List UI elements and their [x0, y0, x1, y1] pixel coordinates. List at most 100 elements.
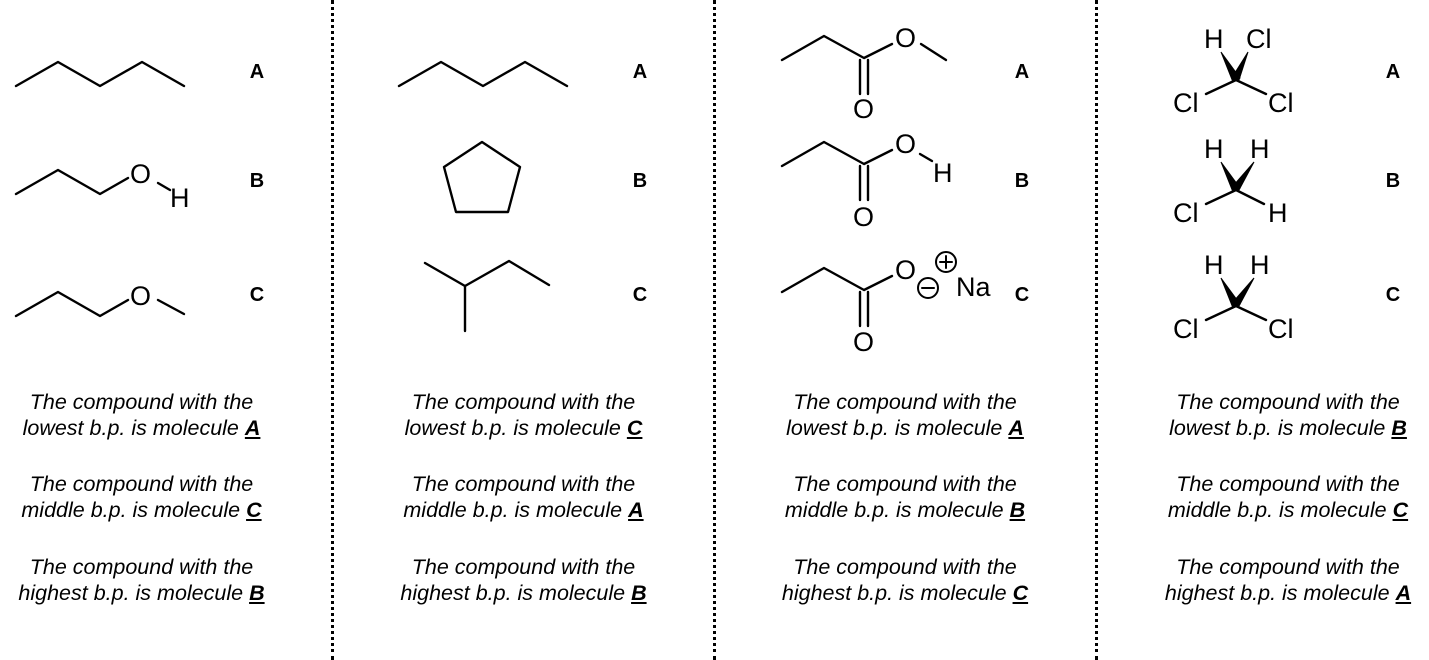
molecule-a-atom-o-carbonyl: O	[853, 94, 874, 124]
molecule-a-letter: A	[632, 61, 648, 83]
panel-divider	[331, 0, 334, 660]
answer-letter: A	[244, 416, 261, 440]
molecule-c-atom-o-anion: O	[895, 255, 916, 285]
molecule-c-bond	[156, 298, 186, 316]
statement-highest: The compound with the highest b.p. is mo…	[0, 554, 283, 606]
statement-line1: The compound with the	[29, 472, 254, 496]
molecule-c-atom-h: H	[1204, 250, 1224, 280]
molecule-c-skeleton	[14, 290, 130, 318]
molecule-a-wedge-bond	[1232, 51, 1249, 81]
statement-line1: The compound with the	[793, 555, 1017, 579]
molecule-b-oh-bond	[156, 181, 172, 192]
molecule-c-skeleton	[423, 259, 551, 288]
answer-letter: C	[1012, 581, 1029, 605]
molecule-a-letter: A	[1385, 61, 1401, 83]
statement-line2: highest b.p. is molecule	[18, 581, 244, 605]
molecule-b-letter: B	[249, 170, 265, 192]
panel-1-structures: O H O	[14, 60, 190, 318]
statement-line1: The compound with the	[1176, 472, 1400, 496]
molecule-b-wedge-bond	[1232, 161, 1255, 191]
statement-line2: lowest b.p. is molecule	[404, 416, 621, 440]
molecule-b-atom-h-right: H	[1268, 198, 1288, 228]
molecule-c-letter: C	[1014, 284, 1030, 306]
statement-line2: lowest b.p. is molecule	[1169, 416, 1386, 440]
panel-3-structures: O O O H O O Na O	[780, 23, 991, 357]
panel-divider	[713, 0, 716, 660]
molecule-b-atom-h: H	[933, 158, 953, 188]
panel-4-structures: H Cl Cl Cl H H Cl H H H Cl Cl	[1173, 24, 1294, 344]
panel-2-structures	[397, 60, 569, 333]
answer-letter: C	[246, 498, 262, 522]
molecule-b-skeleton	[780, 140, 894, 168]
molecule-b-atom-cl: Cl	[1173, 198, 1199, 228]
molecule-c-atom-cl-right: Cl	[1268, 314, 1294, 344]
molecule-c-atom-cl-left: Cl	[1173, 314, 1199, 344]
molecule-c-letter: C	[1385, 284, 1401, 306]
statement-lowest: The compound with the lowest b.p. is mol…	[1095, 389, 1429, 441]
molecule-b-atom-h: H	[1250, 134, 1270, 164]
statement-line1: The compound with the	[411, 555, 636, 579]
molecule-b-atom-o-carbonyl: O	[853, 202, 874, 232]
molecule-c-bond	[1204, 304, 1238, 322]
molecule-b-bond	[1204, 188, 1238, 206]
molecule-b-letter: B	[1385, 170, 1401, 192]
molecule-a-atom-o-ester: O	[895, 23, 916, 53]
molecule-a-atom-cl-right: Cl	[1268, 88, 1294, 118]
molecule-b-skeleton	[14, 168, 130, 196]
statement-line1: The compound with the	[793, 390, 1017, 414]
statement-line2: lowest b.p. is molecule	[22, 416, 239, 440]
statement-middle: The compound with the middle b.p. is mol…	[333, 471, 714, 523]
statement-lowest: The compound with the lowest b.p. is mol…	[333, 389, 714, 441]
statement-line1: The compound with the	[793, 472, 1017, 496]
answer-letter: A	[1008, 416, 1024, 440]
answer-letter: B	[249, 581, 265, 605]
statement-lowest: The compound with the lowest b.p. is mol…	[0, 389, 283, 441]
statement-highest: The compound with the highest b.p. is mo…	[714, 554, 1096, 606]
molecule-c-wedge-bond	[1232, 277, 1255, 307]
molecule-b-atom-o-hydroxyl: O	[895, 129, 916, 159]
statement-line1: The compound with the	[411, 472, 636, 496]
molecule-a-letter: A	[249, 61, 265, 83]
molecule-b-letter: B	[632, 170, 648, 192]
molecule-a-atom-cl-left: Cl	[1173, 88, 1199, 118]
molecule-a-skeleton	[780, 34, 894, 62]
molecule-a-bond	[1234, 78, 1268, 96]
panel-1: O H O A B C The compound with the lowest…	[0, 0, 333, 660]
panel-2: A B C The compound with the lowest b.p. …	[333, 0, 714, 660]
molecule-c-atom-h: H	[1250, 250, 1270, 280]
statement-line1: The compound with the	[29, 390, 254, 414]
statement-line1: The compound with the	[29, 555, 254, 579]
answer-letter: A	[1395, 581, 1412, 605]
statement-line2: middle b.p. is molecule	[1167, 498, 1387, 522]
molecule-b-atom-h: H	[1204, 134, 1224, 164]
statement-line2: highest b.p. is molecule	[400, 581, 626, 605]
molecule-a-methyl-bond	[919, 42, 948, 62]
panel-4: H Cl Cl Cl H H Cl H H H Cl Cl A B C The …	[1096, 0, 1429, 660]
molecule-a-skeleton	[14, 60, 186, 88]
statement-line2: lowest b.p. is molecule	[786, 416, 1003, 440]
negative-charge-icon	[917, 277, 939, 299]
statement-line1: The compound with the	[1176, 390, 1400, 414]
statement-line2: highest b.p. is molecule	[781, 581, 1007, 605]
statement-line2: highest b.p. is molecule	[1164, 581, 1390, 605]
molecule-c-atom-o-carbonyl: O	[853, 327, 874, 357]
molecule-b-bond	[1234, 188, 1266, 206]
molecule-b-atom-o: O	[130, 159, 151, 189]
molecule-b-letter: B	[1014, 170, 1030, 192]
molecule-a-skeleton	[397, 60, 569, 88]
answer-letter: A	[628, 498, 644, 522]
positive-charge-icon	[935, 251, 957, 273]
molecule-a-atom-h: H	[1204, 24, 1224, 54]
statement-middle: The compound with the middle b.p. is mol…	[714, 471, 1096, 523]
molecule-c-atom-na: Na	[956, 272, 991, 302]
panel-3: O O O H O O Na O A B C The compound with…	[714, 0, 1096, 660]
statement-middle: The compound with the middle b.p. is mol…	[1095, 471, 1429, 523]
answer-letter: B	[1391, 416, 1407, 440]
statement-line1: The compound with the	[411, 390, 636, 414]
panel-divider	[1095, 0, 1098, 660]
statement-line2: middle b.p. is molecule	[784, 498, 1004, 522]
answer-letter: B	[631, 581, 647, 605]
molecule-c-atom-o: O	[130, 281, 151, 311]
molecule-b-oh-bond	[918, 152, 934, 163]
molecule-b-atom-h: H	[170, 183, 190, 213]
